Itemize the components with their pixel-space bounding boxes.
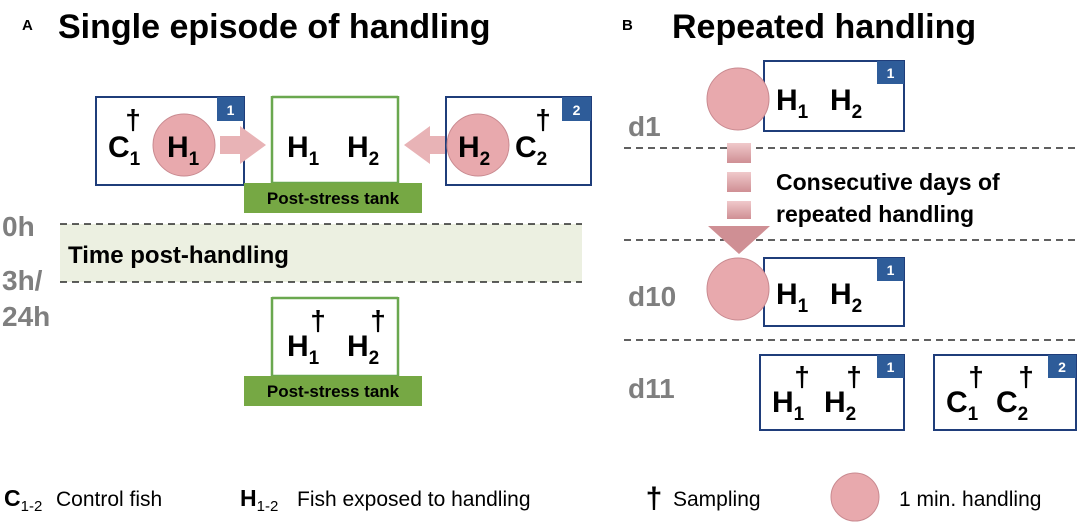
badge-number: 2 <box>1058 359 1066 375</box>
legend-handled: H1-2 <box>240 485 278 515</box>
legend-handled-text: Fish exposed to handling <box>297 488 531 511</box>
box-d1: 1 H1 H2 <box>763 60 905 132</box>
dagger-icon: † <box>370 305 386 336</box>
legend-sampling-text: Sampling <box>673 488 761 511</box>
handled-fish-label: H1 <box>167 131 200 170</box>
control-fish-label: C2 <box>515 131 547 170</box>
dagger-icon: † <box>968 361 984 392</box>
handling-circle <box>446 113 510 177</box>
post-stress-tank-top: H1 H2 Post-stress tank <box>244 95 422 213</box>
badge-number: 1 <box>887 359 895 375</box>
badge-number: 2 <box>573 102 581 118</box>
dagger-icon: † <box>646 482 663 515</box>
panel-a-letter: A <box>22 17 33 34</box>
fish-c1: C1 <box>946 386 979 425</box>
box-d10: 1 H1 H2 <box>763 257 905 327</box>
arrow-down-icon <box>708 143 770 254</box>
badge-1 <box>217 97 244 121</box>
panel-a-title: Single episode of handling <box>58 8 491 46</box>
tank-label-bar <box>244 183 422 213</box>
dagger-icon: † <box>846 361 862 392</box>
time-3h: 3h/ <box>2 265 43 296</box>
badge-2 <box>1048 355 1076 378</box>
day-label-d10: d10 <box>628 281 676 312</box>
dagger-icon: † <box>535 104 551 135</box>
fish-h1: H1 <box>776 278 809 317</box>
badge-number: 1 <box>887 65 895 81</box>
fish-h1: H1 <box>772 386 805 425</box>
time-band-label: Time post-handling <box>68 242 289 269</box>
tank-label: Post-stress tank <box>267 189 400 208</box>
badge-number: 1 <box>887 262 895 278</box>
tank-fish-h2: H2 <box>347 131 379 170</box>
badge-1 <box>877 61 904 84</box>
legend-handling-text: 1 min. handling <box>899 488 1041 511</box>
box-d11-control: 2 C1 † C2 † <box>933 354 1077 431</box>
legend-control-text: Control fish <box>56 488 162 511</box>
fish-h2: H2 <box>830 278 862 317</box>
fish-c2: C2 <box>996 386 1028 425</box>
legend-control: C1-2 <box>4 485 42 515</box>
tank-fish-h1: H1 <box>287 131 320 170</box>
tank-label-bar <box>244 376 422 406</box>
badge-2 <box>562 97 591 121</box>
day-label-d1: d1 <box>628 111 661 142</box>
handling-circle <box>830 472 880 522</box>
handled-fish-label: H2 <box>458 131 490 170</box>
right-control-box: 2 H2 C2 † <box>445 96 592 186</box>
dagger-icon: † <box>794 361 810 392</box>
tank-fish-h1: H1 <box>287 330 320 369</box>
handling-circle <box>152 113 216 177</box>
box-d11-handled: 1 H1 † H2 † <box>759 354 905 431</box>
legend: C1-2 Control fish H1-2 Fish exposed to h… <box>4 472 1041 522</box>
time-0h: 0h <box>2 211 35 242</box>
fish-h2: H2 <box>824 386 856 425</box>
arrow-right-icon <box>220 126 266 164</box>
panel-b-letter: B <box>622 17 633 34</box>
badge-1 <box>877 355 904 378</box>
badge-number: 1 <box>227 102 235 118</box>
dagger-icon: † <box>1018 361 1034 392</box>
handling-circle <box>706 257 770 321</box>
badge-1 <box>877 258 904 281</box>
panel-b-title: Repeated handling <box>672 8 976 46</box>
arrow-label-line2: repeated handling <box>776 201 974 227</box>
arrow-label-line1: Consecutive days of <box>776 169 1000 195</box>
handling-circle <box>706 67 770 131</box>
dagger-icon: † <box>310 305 326 336</box>
fish-h2: H2 <box>830 84 862 123</box>
time-band <box>60 224 582 282</box>
tank-fish-h2: H2 <box>347 330 379 369</box>
time-24h: 24h <box>2 301 50 332</box>
tank-label: Post-stress tank <box>267 382 400 401</box>
post-stress-tank-bottom: H1 † H2 † Post-stress tank <box>244 296 422 406</box>
fish-h1: H1 <box>776 84 809 123</box>
dagger-icon: † <box>125 104 141 135</box>
left-control-box: 1 C1 † H1 <box>95 96 245 186</box>
control-fish-label: C1 <box>108 131 141 170</box>
arrow-left-icon <box>404 126 450 164</box>
day-label-d11: d11 <box>628 373 675 404</box>
